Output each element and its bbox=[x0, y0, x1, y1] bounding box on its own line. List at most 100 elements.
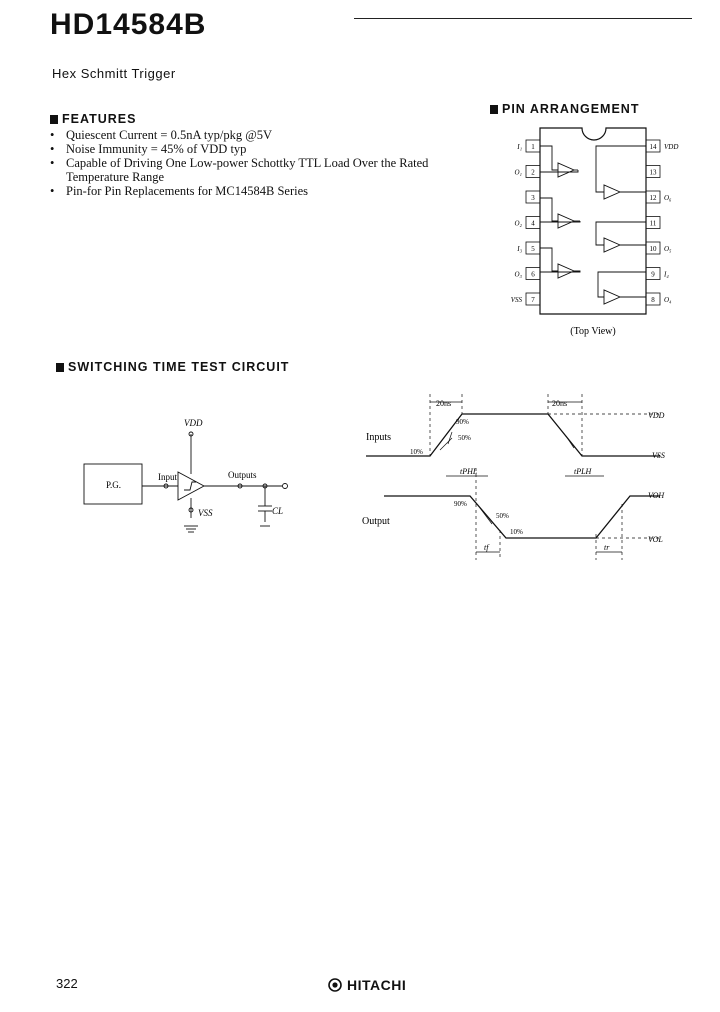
pin-number: 1 bbox=[531, 143, 535, 151]
input-waveform bbox=[366, 413, 660, 457]
section-square-icon bbox=[56, 362, 64, 372]
pin-number: 5 bbox=[531, 245, 535, 253]
timing-diagram: 20ns 20ns 90% 50% 10% Inputs Output VDD … bbox=[362, 394, 665, 560]
pct90-label: 90% bbox=[456, 418, 469, 426]
feature-item: Noise Immunity = 45% of VDD typ bbox=[50, 142, 470, 156]
output-label: Output bbox=[362, 516, 390, 527]
right-pin-group: 14 VDD 13 12 O₆ 11 10 O₅ 9 I₄ 8 O₄ bbox=[645, 139, 678, 306]
feature-item: Pin-for Pin Replacements for MC14584B Se… bbox=[50, 184, 470, 198]
schmitt-gate-5 bbox=[603, 237, 622, 253]
pin-name: O₆ bbox=[664, 194, 672, 202]
feature-item: Quiescent Current = 0.5nA typ/pkg @5V bbox=[50, 128, 470, 142]
schmitt-trigger-symbol bbox=[177, 471, 205, 501]
pulse-generator-label: P.G. bbox=[106, 480, 121, 490]
rise-time-label: 20ns bbox=[436, 399, 451, 408]
pin-box bbox=[645, 165, 661, 178]
vol-level-label: VOL bbox=[648, 535, 663, 544]
vdd-label: VDD bbox=[184, 418, 203, 428]
tf-label: tf bbox=[484, 543, 490, 552]
section-square-icon bbox=[490, 104, 498, 114]
pin-box bbox=[645, 267, 661, 280]
fall-time-label: 20ns bbox=[552, 399, 567, 408]
output-node bbox=[237, 483, 243, 489]
pulse-generator-box bbox=[83, 463, 143, 505]
pct50-label: 50% bbox=[458, 434, 471, 442]
pin-name: VSS bbox=[511, 296, 523, 304]
hysteresis-mark bbox=[184, 481, 196, 491]
pin-number: 10 bbox=[650, 245, 658, 253]
output-pct90-label: 90% bbox=[454, 500, 467, 508]
schmitt-gate-1 bbox=[557, 162, 576, 178]
vss-label: VSS bbox=[198, 508, 213, 518]
pin-number: 3 bbox=[531, 194, 535, 202]
tplh-label: tPLH bbox=[574, 467, 593, 476]
pin-box bbox=[525, 165, 541, 178]
pin-box bbox=[645, 292, 661, 306]
pin-number: 7 bbox=[531, 296, 535, 304]
pin-name: O₅ bbox=[664, 245, 672, 253]
schmitt-gate-6 bbox=[603, 184, 622, 200]
tphl-label: tPHL bbox=[460, 467, 478, 476]
ic-package-outline bbox=[539, 127, 647, 315]
pin-name: I₁ bbox=[516, 143, 522, 151]
hitachi-logo: HITACHI bbox=[328, 977, 406, 993]
output-pct10-label: 10% bbox=[510, 528, 523, 536]
pin-box bbox=[525, 267, 541, 280]
input-label: Input bbox=[158, 472, 177, 482]
pin-number: 4 bbox=[531, 220, 535, 228]
features-heading: FEATURES bbox=[50, 112, 136, 126]
schmitt-gate-2 bbox=[557, 213, 576, 229]
features-heading-label: FEATURES bbox=[62, 112, 137, 126]
page-subtitle: Hex Schmitt Trigger bbox=[52, 66, 176, 81]
vss-level-label: VSS bbox=[652, 451, 665, 460]
pin-number: 14 bbox=[650, 143, 658, 151]
switching-circuit-heading-label: SWITCHING TIME TEST CIRCUIT bbox=[68, 360, 290, 374]
pin-arrangement-heading-label: PIN ARRANGEMENT bbox=[502, 102, 640, 116]
part-number-title: HD14584B bbox=[50, 8, 207, 41]
hitachi-emblem-icon bbox=[328, 978, 342, 992]
pin-number: 12 bbox=[650, 194, 658, 202]
pin-name: O₂ bbox=[515, 220, 523, 228]
pin-number: 13 bbox=[650, 169, 658, 177]
inputs-label: Inputs bbox=[366, 432, 391, 443]
pin-name: O₁ bbox=[515, 169, 523, 177]
vdd-node bbox=[188, 431, 194, 437]
brand-name: HITACHI bbox=[347, 977, 407, 993]
pin-number: 9 bbox=[651, 271, 655, 279]
schmitt-gate-3 bbox=[557, 263, 576, 279]
cl-label: CL bbox=[272, 506, 283, 516]
pin-arrangement-caption: (Top View) bbox=[570, 326, 615, 337]
input-node bbox=[163, 483, 169, 489]
pin-number: 11 bbox=[650, 220, 657, 228]
schmitt-gate-4 bbox=[603, 289, 622, 305]
pin-box bbox=[645, 216, 661, 229]
internal-gates bbox=[540, 145, 646, 305]
pin-number: 8 bbox=[651, 296, 655, 304]
feature-item-text: Capable of Driving One Low-power Schottk… bbox=[66, 156, 429, 184]
pin-name: O₃ bbox=[515, 271, 523, 279]
switching-circuit-heading: SWITCHING TIME TEST CIRCUIT bbox=[56, 360, 289, 374]
pin-name: O₄ bbox=[664, 296, 672, 304]
section-square-icon bbox=[50, 114, 58, 124]
switching-test-circuit: VDD VSS P.G. Input Outputs CL bbox=[83, 418, 288, 533]
pin-box bbox=[645, 190, 661, 204]
pin-box bbox=[645, 241, 661, 255]
voh-level-label: VOH bbox=[648, 491, 665, 500]
pin-box bbox=[525, 292, 541, 306]
output-pct50-label: 50% bbox=[496, 512, 509, 520]
left-pin-group: 1 I₁ 2 O₁ 3 4 O₂ 5 I₃ 6 O₃ 7 VSS bbox=[511, 139, 541, 306]
pct10-label: 10% bbox=[410, 448, 423, 456]
outputs-label: Outputs bbox=[228, 470, 257, 480]
header-rule bbox=[354, 18, 692, 19]
vdd-level-label: VDD bbox=[648, 411, 665, 420]
pin-name: I₃ bbox=[516, 245, 522, 253]
pin-box bbox=[525, 190, 541, 204]
pin-number: 2 bbox=[531, 169, 535, 177]
features-list: Quiescent Current = 0.5nA typ/pkg @5V No… bbox=[50, 128, 470, 198]
pin-name: VDD bbox=[664, 143, 678, 151]
page-number: 322 bbox=[56, 976, 78, 991]
pin-number: 6 bbox=[531, 271, 535, 279]
feature-item: Capable of Driving One Low-power Schottk… bbox=[50, 156, 466, 184]
pin-name: I₄ bbox=[663, 271, 669, 279]
